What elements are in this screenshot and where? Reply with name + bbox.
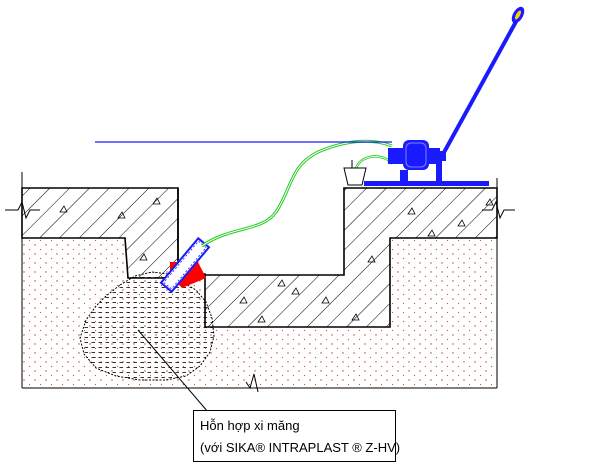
grout-mass: [79, 271, 215, 381]
callout-line-2: (với SIKA® INTRAPLAST ® Z-HV): [200, 440, 401, 455]
suction-hose: [354, 155, 394, 169]
aggregate-marks: [59, 197, 494, 323]
grout-bucket-icon: [343, 160, 367, 186]
callout-leader: [137, 329, 209, 413]
injection-pump-icon: [364, 6, 525, 186]
callout-box: Hỗn hợp xi măng (với SIKA® INTRAPLAST ® …: [193, 410, 401, 462]
concrete-channel: [21, 187, 498, 328]
callout-line-1: Hỗn hợp xi măng: [200, 418, 300, 433]
break-line-icon: [5, 200, 515, 393]
